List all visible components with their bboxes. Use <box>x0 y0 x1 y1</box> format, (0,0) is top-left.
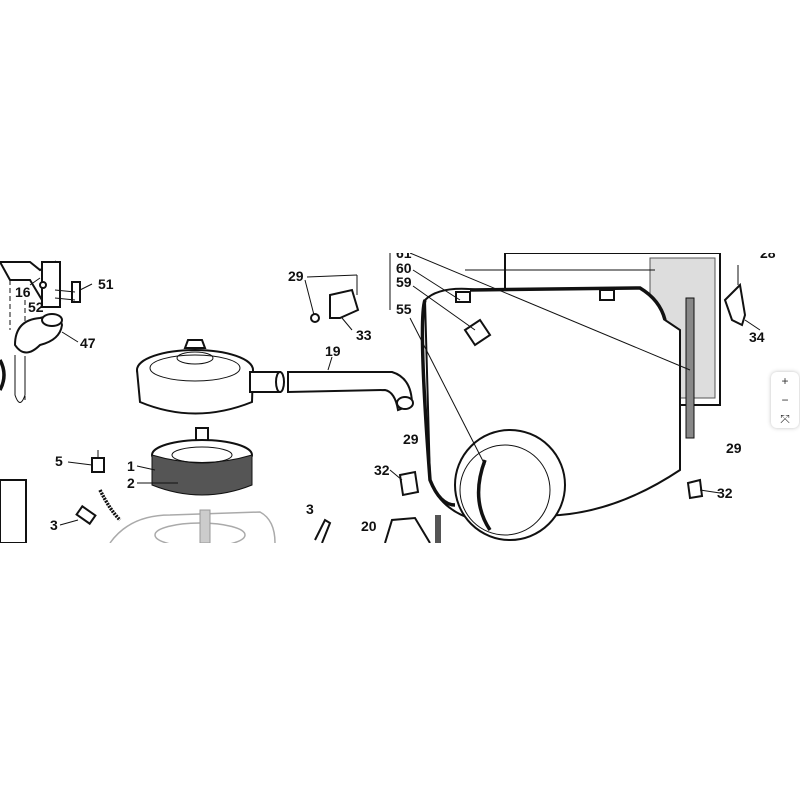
callout-5[interactable]: 5 <box>55 453 63 469</box>
callout-3[interactable]: 3 <box>50 517 58 533</box>
diagram-drawing: 16 52 51 47 29 33 19 5 1 2 3 3 20 61 60 … <box>0 253 776 543</box>
callout-55[interactable]: 55 <box>396 301 412 317</box>
callout-32[interactable]: 32 <box>374 462 390 478</box>
small-parts <box>75 265 747 543</box>
fit-icon[interactable]: ⤧ <box>780 411 790 426</box>
callout-60[interactable]: 60 <box>396 260 412 276</box>
callout-33[interactable]: 33 <box>356 327 372 343</box>
leader-lines <box>29 269 761 526</box>
callout-51[interactable]: 51 <box>98 276 114 292</box>
callout-20[interactable]: 20 <box>361 518 377 534</box>
callout-2[interactable]: 2 <box>127 475 135 491</box>
callout-29[interactable]: 29 <box>403 431 419 447</box>
mower-shroud <box>389 253 721 541</box>
exploded-parts-diagram[interactable]: 16 52 51 47 29 33 19 5 1 2 3 3 20 61 60 … <box>0 253 800 543</box>
zoom-controls: + − ⤧ <box>771 372 799 428</box>
callout-32[interactable]: 32 <box>717 485 733 501</box>
plus-icon[interactable]: + <box>781 374 789 389</box>
callout-34[interactable]: 34 <box>749 329 765 345</box>
callout-16[interactable]: 16 <box>15 284 31 300</box>
callout-52[interactable]: 52 <box>28 299 44 315</box>
callout-61[interactable]: 61 <box>396 253 412 261</box>
minus-icon[interactable]: − <box>781 392 789 407</box>
callout-3[interactable]: 3 <box>306 501 314 517</box>
callout-47[interactable]: 47 <box>80 335 96 351</box>
callout-29[interactable]: 29 <box>726 440 742 456</box>
bracket-assembly <box>0 260 81 543</box>
callout-19[interactable]: 19 <box>325 343 341 359</box>
callout-1[interactable]: 1 <box>127 458 135 474</box>
callout-59[interactable]: 59 <box>396 274 412 290</box>
callout-29[interactable]: 29 <box>288 268 304 284</box>
callout-28[interactable]: 28 <box>760 253 776 261</box>
air-filter-housing <box>109 339 414 543</box>
